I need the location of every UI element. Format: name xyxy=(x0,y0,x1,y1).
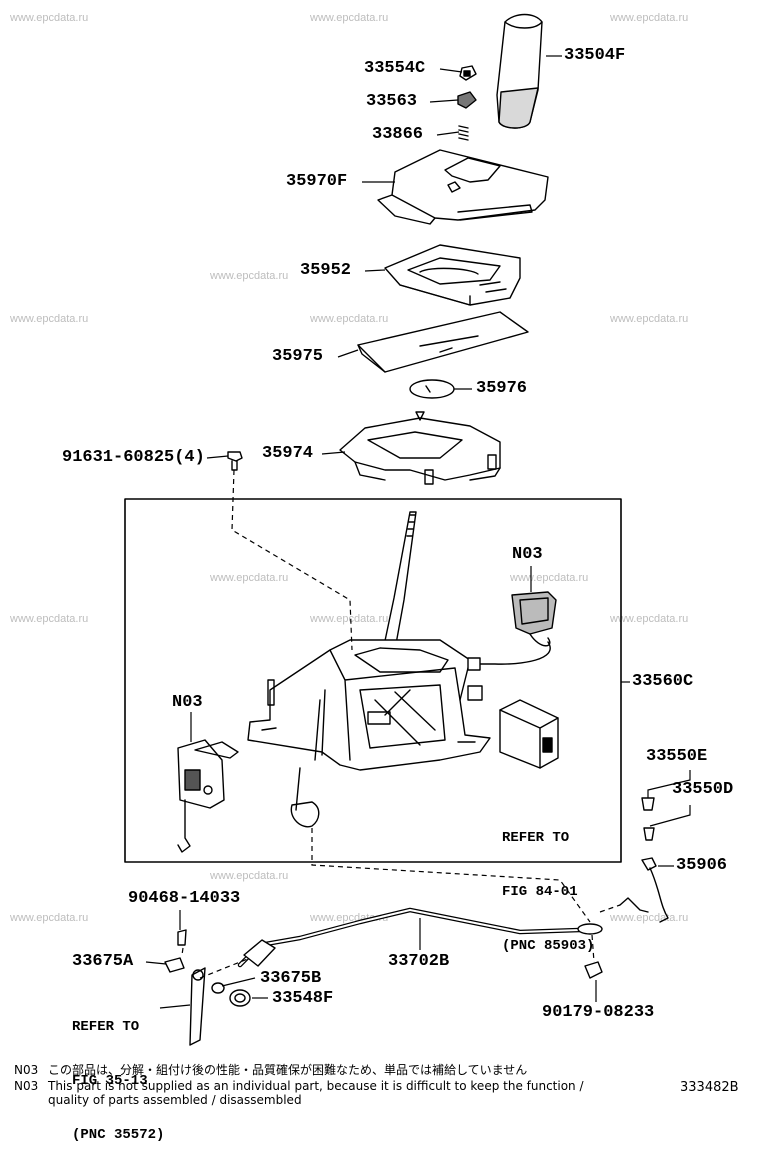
watermark: www.epcdata.ru xyxy=(310,313,389,325)
dust-cover xyxy=(357,311,529,373)
part-label-91631-60825: 91631-60825(4) xyxy=(62,448,205,467)
watermark: www.epcdata.ru xyxy=(10,313,89,325)
shift-cover xyxy=(339,411,501,485)
dashed-line-bolt xyxy=(231,469,353,651)
footnote-en: N03 This part is not supplied as an indiv… xyxy=(14,1079,584,1093)
part-label-33866: 33866 xyxy=(372,125,424,144)
part-label-33702B: 33702B xyxy=(388,952,450,971)
shift-knob xyxy=(496,13,543,129)
part-label-33548F: 33548F xyxy=(272,989,334,1008)
ref-line: (PNC 85903) xyxy=(502,938,595,954)
watermark: www.epcdata.ru xyxy=(10,12,89,24)
shift-base-assembly xyxy=(247,639,491,828)
sensor-module-right xyxy=(467,591,557,671)
part-label-n03-right: N03 xyxy=(512,545,543,564)
assembly-frame xyxy=(124,498,622,863)
part-label-33675B: 33675B xyxy=(260,969,322,988)
control-module xyxy=(499,699,559,769)
washer-33675B xyxy=(211,982,225,994)
part-label-n03-left: N03 xyxy=(172,693,203,712)
part-label-35975: 35975 xyxy=(272,347,324,366)
footnote-text: この部品は、分解・組付け後の性能・品質確保が困難なため、単品では補給していません xyxy=(48,1063,528,1077)
footnote-code: N03 xyxy=(14,1079,39,1093)
part-label-35976: 35976 xyxy=(476,379,528,398)
lever-arm xyxy=(189,967,206,1046)
solenoid-left xyxy=(177,739,239,853)
footnote-en-cont: quality of parts assembled / disassemble… xyxy=(14,1093,302,1107)
footnote-code: N03 xyxy=(14,1063,39,1077)
part-label-90468-14033: 90468-14033 xyxy=(128,889,241,908)
watermark: www.epcdata.ru xyxy=(310,613,389,625)
watermark: www.epcdata.ru xyxy=(610,912,689,924)
part-label-33554C: 33554C xyxy=(364,59,426,78)
part-label-35906: 35906 xyxy=(676,856,728,875)
footnote-jp: N03 この部品は、分解・組付け後の性能・品質確保が困難なため、単品では補給してい… xyxy=(14,1063,527,1077)
refer-to-fig-84-01[interactable]: REFER TO FIG 84-01 (PNC 85903) xyxy=(502,793,594,973)
watermark: www.epcdata.ru xyxy=(10,912,89,924)
part-label-33550E: 33550E xyxy=(646,747,708,766)
clip-part xyxy=(459,65,477,81)
figure-number: 333482B xyxy=(680,1080,739,1095)
watermark: www.epcdata.ru xyxy=(310,12,389,24)
watermark: www.epcdata.ru xyxy=(510,572,589,584)
part-label-35970F: 35970F xyxy=(286,172,348,191)
part-label-35974: 35974 xyxy=(262,444,314,463)
shift-lever-rod xyxy=(381,511,417,656)
part-label-33504F: 33504F xyxy=(564,46,626,65)
parts-diagram xyxy=(124,13,691,1046)
part-label-35952: 35952 xyxy=(300,261,352,280)
bolt-part xyxy=(227,451,243,471)
dashed-line-pin xyxy=(181,947,184,956)
footnote-text: quality of parts assembled / disassemble… xyxy=(48,1093,302,1107)
watermark: www.epcdata.ru xyxy=(610,613,689,625)
disc-part xyxy=(409,379,455,399)
ref-line: FIG 35-13 xyxy=(72,1073,148,1089)
wire-part xyxy=(619,857,669,923)
nut-part xyxy=(584,961,603,979)
spring-part xyxy=(458,125,469,141)
ref-line: REFER TO xyxy=(72,1019,140,1035)
indicator-plate xyxy=(384,244,521,306)
ref-line: (PNC 35572) xyxy=(72,1127,165,1143)
shift-cable xyxy=(237,907,603,968)
footnote-text: This part is not supplied as an individu… xyxy=(48,1079,584,1093)
bushing-33548F xyxy=(229,989,251,1007)
watermark: www.epcdata.ru xyxy=(210,270,289,282)
bushing-part xyxy=(643,827,655,841)
ref-line: REFER TO xyxy=(502,830,570,846)
cap-part xyxy=(641,797,655,811)
part-label-90179-08233: 90179-08233 xyxy=(542,1003,655,1022)
ref-line: FIG 84-01 xyxy=(502,884,578,900)
watermark: www.epcdata.ru xyxy=(210,572,289,584)
dashed-line-nut xyxy=(591,934,595,963)
indicator-housing xyxy=(377,149,549,225)
watermark: www.epcdata.ru xyxy=(610,12,689,24)
dashed-line-wire xyxy=(599,904,621,913)
part-label-33560C: 33560C xyxy=(632,672,694,691)
watermark: www.epcdata.ru xyxy=(210,870,289,882)
button-part xyxy=(457,91,477,109)
dashed-line-lever xyxy=(199,957,251,979)
part-label-33550D: 33550D xyxy=(672,780,734,799)
pin-90468 xyxy=(177,929,187,946)
watermark: www.epcdata.ru xyxy=(10,613,89,625)
part-label-33563: 33563 xyxy=(366,92,418,111)
dashed-line-cable xyxy=(311,828,591,923)
part-label-33675A: 33675A xyxy=(72,952,134,971)
bolt-33675A xyxy=(164,957,185,973)
watermark: www.epcdata.ru xyxy=(610,313,689,325)
